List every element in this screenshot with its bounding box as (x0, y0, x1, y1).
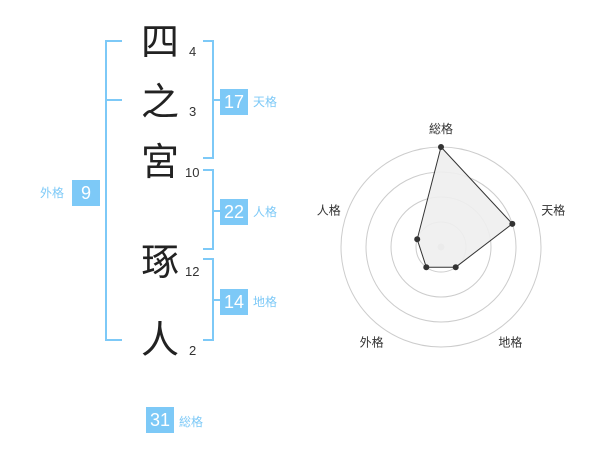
radar-axis-label-1: 総格 (429, 121, 453, 136)
name-char-5: 人 (141, 318, 180, 362)
radar-point-4 (423, 264, 430, 271)
radar-point-2 (509, 220, 516, 227)
gaikaku-bracket (105, 40, 122, 341)
gaikaku-value: 9 (72, 180, 100, 206)
radar-point-3 (452, 264, 459, 271)
stroke-count-2: 3 (189, 104, 197, 119)
soukaku-label: 総格 (179, 415, 204, 429)
gaikaku-label: 外格 (40, 186, 65, 200)
tenkaku-value: 17 (220, 89, 248, 115)
stroke-count-1: 4 (189, 44, 197, 59)
stroke-count-4: 12 (185, 264, 200, 279)
chikaku-value: 14 (220, 289, 248, 315)
radar-polygon (416, 145, 514, 268)
radar-axis-label-3: 地格 (498, 334, 522, 349)
name-char-1: 四 (141, 20, 180, 64)
radar-axis-label-2: 天格 (541, 203, 565, 218)
soukaku-value: 31 (146, 407, 174, 433)
radar-points (414, 144, 516, 271)
radar-point-5 (414, 236, 421, 243)
stroke-count-5: 2 (189, 343, 197, 358)
jinkaku-value: 22 (220, 199, 248, 225)
radar-axis-label-5: 人格 (317, 203, 341, 218)
radar-point-1 (438, 144, 444, 150)
jinkaku-bracket (203, 169, 214, 250)
stroke-count-3: 10 (185, 165, 200, 180)
tenkaku-bracket (203, 40, 214, 159)
jinkaku-label: 人格 (253, 205, 278, 219)
name-char-4: 琢 (141, 240, 180, 284)
chikaku-bracket (203, 258, 214, 341)
name-char-3: 宮 (141, 140, 180, 184)
radar-axis-label-4: 外格 (360, 334, 384, 349)
name-char-2: 之 (141, 80, 180, 124)
chikaku-label: 地格 (253, 295, 278, 309)
tenkaku-label: 天格 (253, 95, 278, 109)
